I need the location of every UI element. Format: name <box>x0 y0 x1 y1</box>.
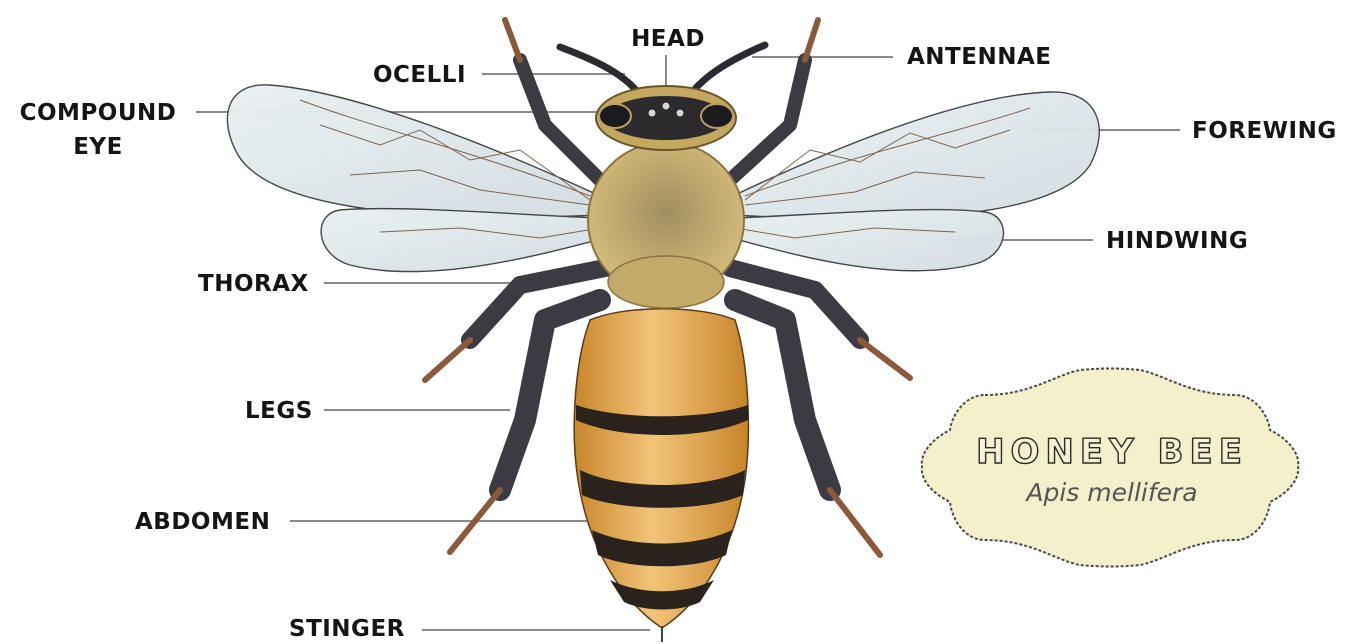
badge-title: HONEY BEE <box>962 430 1262 474</box>
label-legs: LEGS <box>245 396 313 426</box>
label-ocelli: OCELLI <box>373 60 466 90</box>
label-antennae: ANTENNAE <box>907 42 1051 72</box>
abdomen <box>574 309 748 628</box>
right-hindwing <box>732 210 1003 271</box>
compound-eye-right <box>701 104 733 128</box>
label-abdomen: ABDOMEN <box>135 507 270 537</box>
abdomen-body <box>574 309 748 628</box>
compound-eye-left <box>599 104 631 128</box>
left-front-leg <box>520 60 600 180</box>
label-stinger: STINGER <box>289 614 405 644</box>
label-head: HEAD <box>626 24 710 54</box>
label-compound-eye-line2: EYE <box>8 132 188 162</box>
left-antenna <box>560 47 640 95</box>
label-compound-eye-line1: COMPOUND <box>8 98 188 128</box>
thorax-lower <box>608 256 724 308</box>
label-thorax: THORAX <box>198 269 309 299</box>
left-hindwing <box>321 209 605 272</box>
right-hind-leg <box>735 300 830 490</box>
head <box>596 86 736 150</box>
label-hindwing: HINDWING <box>1106 226 1248 256</box>
badge-subtitle: Apis mellifera <box>962 476 1262 510</box>
label-forewing: FOREWING <box>1192 116 1337 146</box>
